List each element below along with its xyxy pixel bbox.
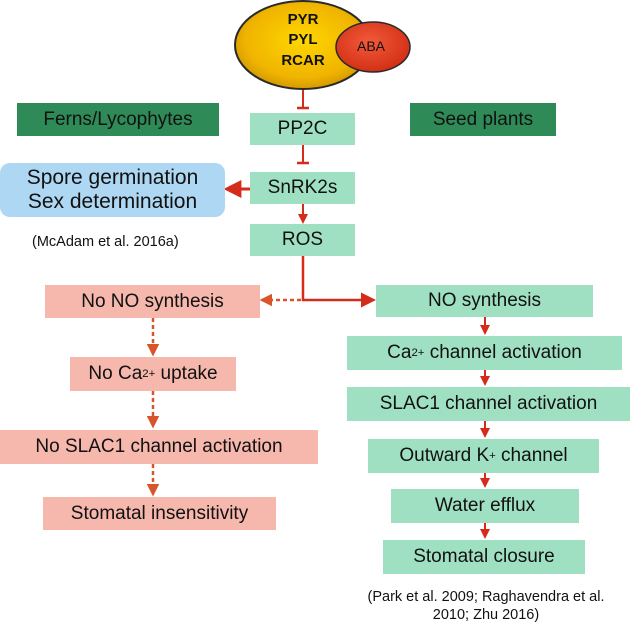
spore-germination-text: Spore germination	[26, 165, 199, 189]
ros-box: ROS	[250, 224, 355, 256]
mcadam-reference: (McAdam et al. 2016a)	[32, 234, 179, 250]
arrow-ros-no-synthesis	[301, 256, 376, 308]
no-ca-post: uptake	[155, 363, 218, 385]
sex-determination-text: Sex determination	[27, 190, 198, 213]
outward-k-post: channel	[495, 445, 568, 467]
ca-channel-post: channel activation	[424, 342, 582, 364]
stomatal-insensitivity-box: Stomatal insensitivity	[43, 497, 276, 530]
park-reference-line2: 2010; Zhu 2016)	[432, 607, 540, 624]
receptor-rcar: RCAR	[281, 51, 325, 69]
no-no-synthesis-box: No NO synthesis	[45, 285, 260, 318]
park-references: (Park et al. 2009; Raghavendra et al. 20…	[342, 588, 630, 624]
pp2c-box: PP2C	[250, 113, 355, 145]
aba-ellipse	[335, 21, 411, 73]
ca-channel-pre: Ca	[387, 342, 412, 364]
no-synthesis-box: NO synthesis	[376, 285, 593, 317]
slac1-box: SLAC1 channel activation	[347, 387, 630, 421]
header-ferns-lycophytes: Ferns/Lycophytes	[17, 103, 219, 136]
stomatal-closure-box: Stomatal closure	[383, 540, 585, 574]
snrk2s-box: SnRK2s	[250, 172, 355, 204]
water-efflux-box: Water efflux	[391, 489, 579, 523]
receptor-pyl: PYL	[288, 31, 318, 49]
no-slac1-box: No SLAC1 channel activation	[0, 430, 318, 464]
receptor-pyr: PYR	[287, 11, 319, 28]
outward-k-pre: Outward K	[399, 445, 490, 467]
header-seed-plants: Seed plants	[410, 103, 556, 136]
aba-label: ABA	[357, 38, 386, 54]
park-reference-line1: (Park et al. 2009; Raghavendra et al.	[367, 589, 605, 605]
spore-germination-box: Spore germination Sex determination	[0, 163, 225, 217]
receptor-label: PYR PYL RCAR	[270, 10, 336, 71]
no-ca-pre: No Ca	[88, 363, 143, 385]
outward-k-box: Outward K+ channel	[368, 439, 599, 473]
